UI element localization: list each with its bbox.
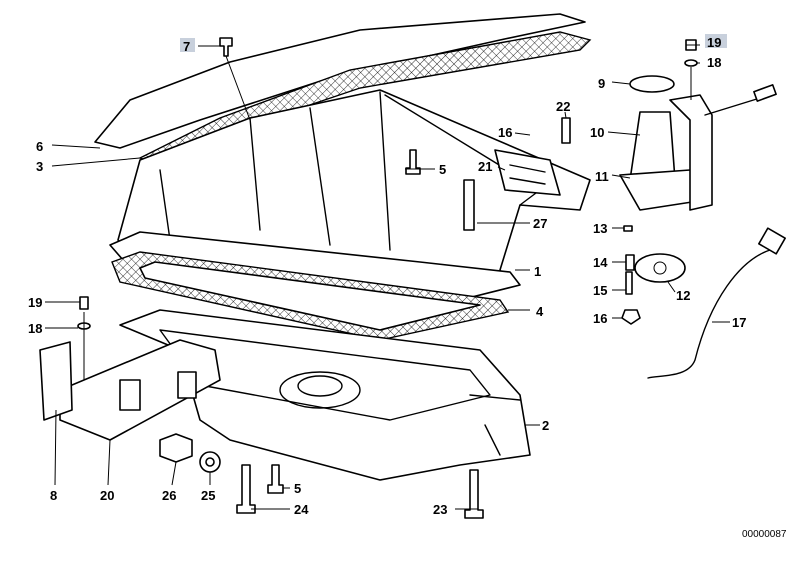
callout-15[interactable]: 15 [593, 283, 607, 298]
callout-22[interactable]: 22 [556, 99, 570, 114]
callout-14[interactable]: 14 [593, 255, 608, 270]
bracket [39, 339, 221, 441]
washer [199, 451, 221, 473]
callout-8[interactable]: 8 [50, 488, 57, 503]
callout-23[interactable]: 23 [433, 502, 447, 517]
callout-10[interactable]: 10 [590, 125, 604, 140]
callout-18-right[interactable]: 18 [707, 55, 721, 70]
callout-6[interactable]: 6 [36, 139, 43, 154]
callout-20[interactable]: 20 [100, 488, 114, 503]
callout-11[interactable]: 11 [595, 169, 609, 184]
bolt-22 [561, 117, 571, 144]
bolt-7 [219, 37, 233, 57]
callout-19-right[interactable]: 19 [707, 35, 721, 50]
diagram-id: 00000087 [742, 529, 787, 540]
callout-19-left[interactable]: 19 [28, 295, 42, 310]
callout-16-right[interactable]: 16 [593, 311, 607, 326]
callout-13[interactable]: 13 [593, 221, 607, 236]
leader-lines [45, 44, 730, 510]
callout-7-highlight [180, 38, 195, 52]
callout-4[interactable]: 4 [536, 304, 544, 319]
callout-9[interactable]: 9 [598, 76, 605, 91]
callout-21[interactable]: 21 [478, 159, 492, 174]
bolt-19-left [79, 296, 89, 310]
callout-5-lower[interactable]: 5 [294, 481, 301, 496]
callout-16-upper[interactable]: 16 [498, 125, 512, 140]
lower-oil-pan [119, 309, 531, 481]
callout-19-highlight [705, 34, 727, 48]
callout-17[interactable]: 17 [732, 315, 746, 330]
oil-pan-gasket-inner [139, 261, 481, 331]
bracket-21 [494, 149, 561, 196]
oil-level-sensor [619, 39, 786, 379]
callout-24[interactable]: 24 [294, 502, 309, 517]
callouts: 7 6 3 5 16 22 21 27 1 4 19 18 8 20 26 25… [28, 35, 787, 540]
callout-18-left[interactable]: 18 [28, 321, 42, 336]
bolt-24 [236, 464, 256, 514]
callout-7[interactable]: 7 [183, 39, 190, 54]
callout-1[interactable]: 1 [534, 264, 541, 279]
callout-3[interactable]: 3 [36, 159, 43, 174]
callout-12[interactable]: 12 [676, 288, 690, 303]
bolt-5-lower [267, 464, 284, 494]
drain-plug [159, 433, 193, 463]
bolt-23 [464, 469, 484, 519]
callout-25[interactable]: 25 [201, 488, 215, 503]
bolt-5-upper [405, 149, 421, 175]
callout-5-upper[interactable]: 5 [439, 162, 446, 177]
callout-26[interactable]: 26 [162, 488, 176, 503]
dipstick-tube-27 [463, 179, 475, 231]
callout-2[interactable]: 2 [542, 418, 549, 433]
callout-27[interactable]: 27 [533, 216, 547, 231]
